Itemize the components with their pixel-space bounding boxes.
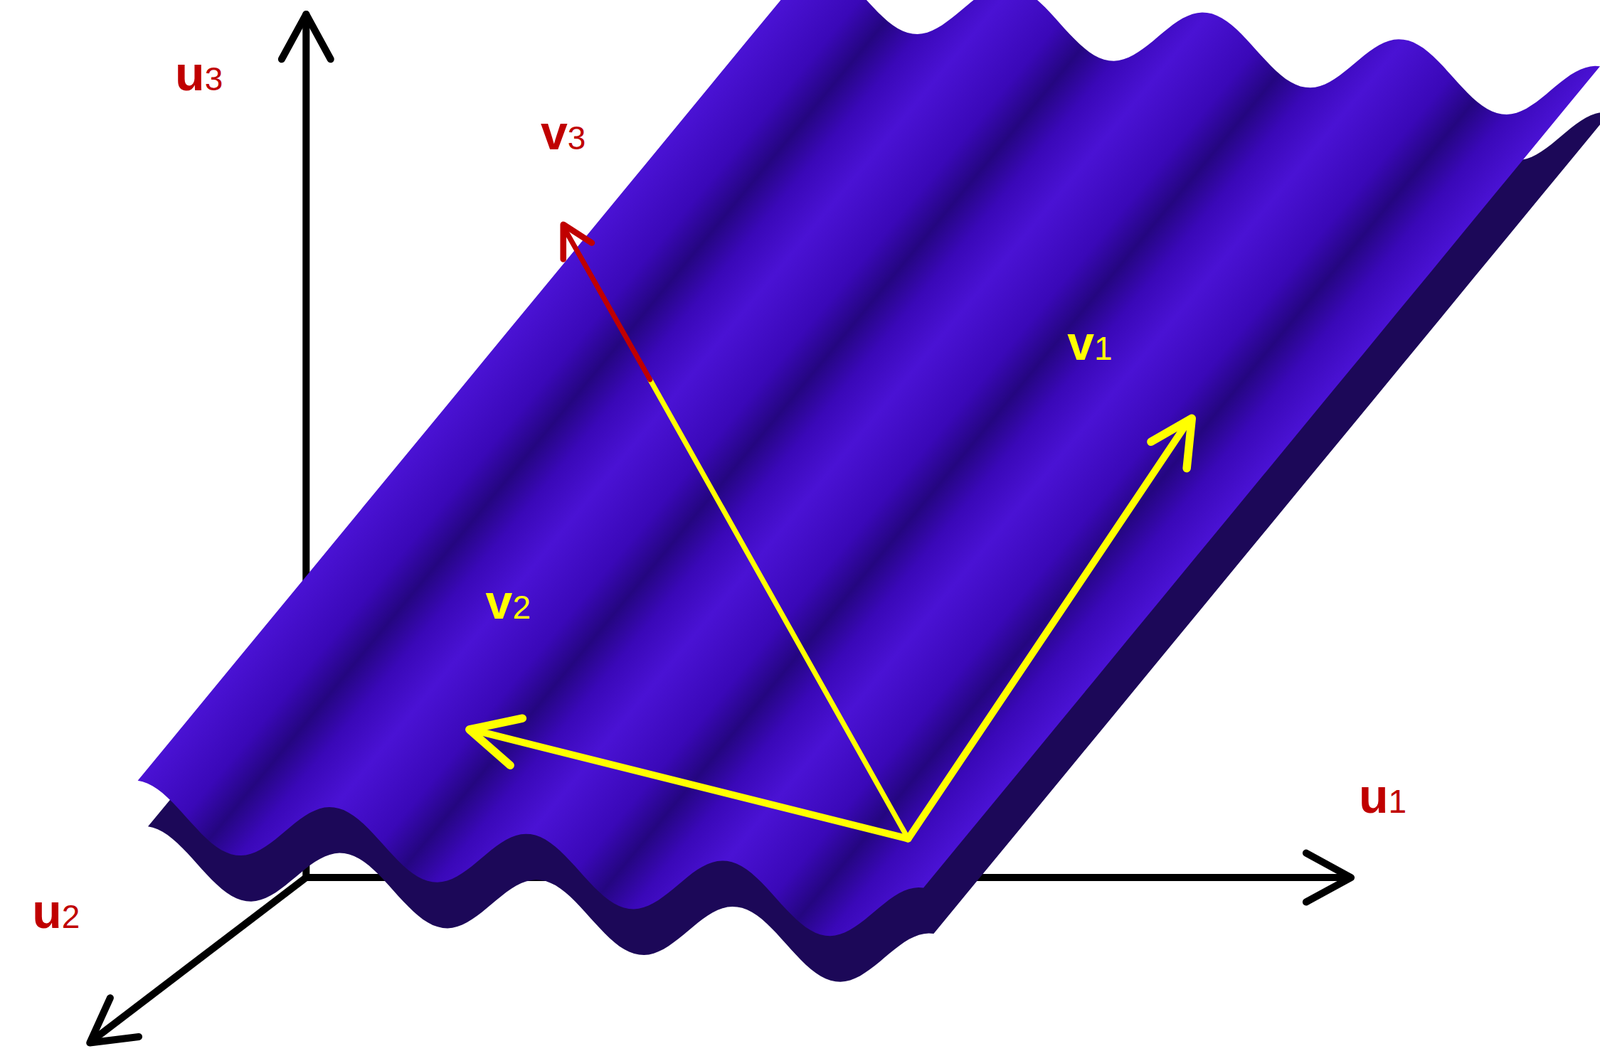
vector-v1: [908, 420, 1189, 839]
vector-v2: [471, 729, 909, 840]
vectors: [469, 224, 1192, 840]
axis-label: u1: [1358, 771, 1407, 821]
axis-u2: [91, 877, 306, 1042]
arrowhead: [1151, 418, 1192, 469]
vector-label: v1: [1067, 318, 1112, 368]
axis-label: u3: [175, 49, 223, 98]
arrowhead: [1306, 853, 1352, 903]
vector-label: v3: [540, 108, 586, 157]
vector-label: v2: [485, 577, 531, 627]
arrowhead: [281, 14, 331, 60]
wavy-sheet: [138, 0, 1600, 937]
arrowhead: [89, 998, 139, 1043]
vector-v3-visible: [650, 379, 909, 840]
arrowhead: [469, 718, 523, 766]
arrowhead: [563, 224, 592, 260]
vector-v3-hidden: [563, 226, 651, 380]
axis-label: u2: [32, 887, 80, 936]
